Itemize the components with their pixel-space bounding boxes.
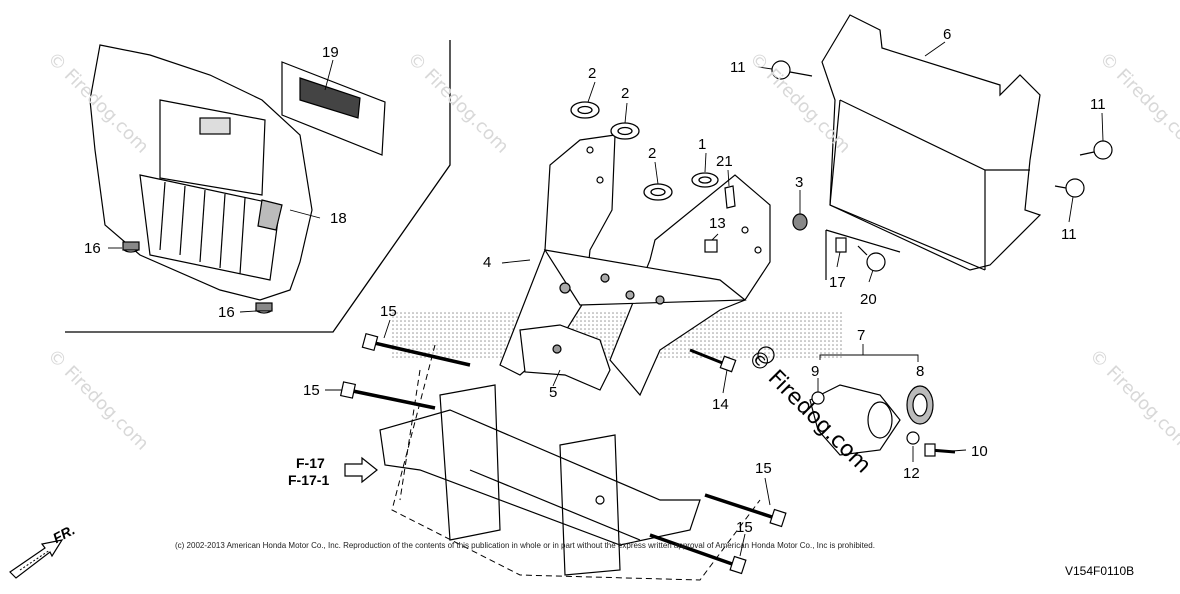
- part-label-19: 19: [322, 44, 339, 61]
- inset-border: [65, 40, 451, 333]
- part-19: [281, 61, 386, 156]
- part-label-3: 3: [795, 174, 804, 191]
- grommets-2: [570, 101, 719, 201]
- part-label-15: 15: [736, 519, 753, 536]
- fr-direction-arrow: [9, 539, 64, 579]
- part-label-2: 2: [588, 65, 597, 82]
- copyright-notice: (c) 2002-2013 American Honda Motor Co., …: [175, 541, 875, 550]
- part-label-16: 16: [218, 304, 235, 321]
- knobs-11-20: [771, 60, 1113, 272]
- part-label-7: 7: [857, 327, 866, 344]
- part-label-17: 17: [829, 274, 846, 291]
- leader-lines: [108, 41, 1104, 557]
- part-label-20: 20: [860, 291, 877, 308]
- reference-f17[interactable]: F-17: [296, 455, 325, 471]
- bracket-part-5: [519, 324, 611, 391]
- part-label-15: 15: [303, 382, 320, 399]
- part-label-6: 6: [943, 26, 952, 43]
- part-label-2: 2: [648, 145, 657, 162]
- part-label-10: 10: [971, 443, 988, 460]
- part-label-11: 11: [1061, 226, 1077, 243]
- copyright-circle: [757, 346, 775, 364]
- bolt-14: [689, 348, 737, 373]
- part-label-5: 5: [549, 384, 558, 401]
- part-label-1: 1: [698, 136, 707, 153]
- clip-21-nut-13: [704, 185, 736, 253]
- reference-f17-1[interactable]: F-17-1: [288, 472, 330, 488]
- part-label-16: 16: [84, 240, 101, 257]
- panel-part-6: [821, 14, 1042, 271]
- frame-part-4: [499, 134, 771, 397]
- cover-part-18: [89, 44, 313, 301]
- bolts-15: [339, 332, 787, 575]
- lower-frame: [379, 384, 701, 576]
- spacers-3-17: [792, 213, 901, 280]
- part-label-14: 14: [712, 396, 729, 413]
- part-label-9: 9: [811, 363, 820, 380]
- part-label-21: 21: [716, 153, 733, 170]
- diagram-code: V154F0110B: [1065, 564, 1135, 578]
- grommets-16: [122, 241, 273, 314]
- part-label-11: 11: [730, 59, 746, 76]
- part-label-15: 15: [380, 303, 397, 320]
- part-label-15: 15: [755, 460, 772, 477]
- filler-parts: [809, 384, 956, 457]
- reference-arrow: [344, 456, 378, 484]
- part-label-4: 4: [483, 254, 492, 271]
- part-label-2: 2: [621, 85, 630, 102]
- lower-frame-dashed: [391, 344, 761, 581]
- part-label-11: 11: [1090, 96, 1106, 113]
- part-label-13: 13: [709, 215, 726, 232]
- part-label-12: 12: [903, 465, 920, 482]
- part-label-8: 8: [916, 363, 925, 380]
- part-label-18: 18: [330, 210, 347, 227]
